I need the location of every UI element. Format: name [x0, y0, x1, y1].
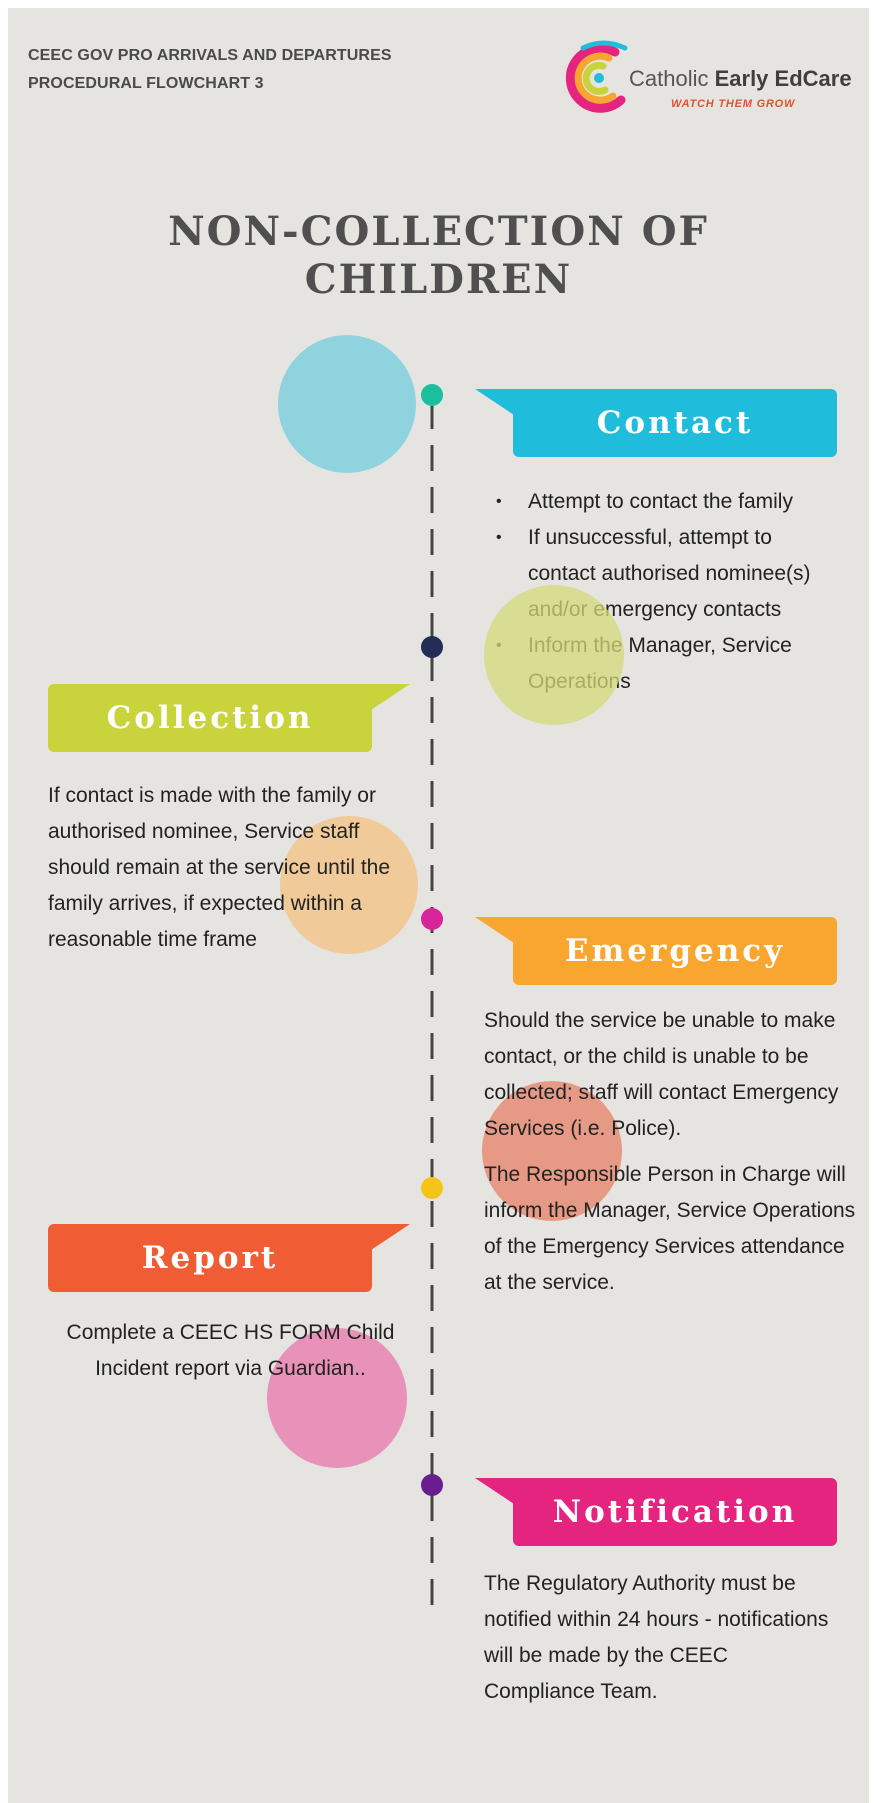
collection-banner: Collection — [48, 684, 410, 752]
decorative-circle-blue — [278, 335, 416, 473]
logo-mark-icon — [565, 40, 628, 113]
page-title: NON-COLLECTION OF CHILDREN — [8, 208, 869, 304]
timeline-dot-contact — [421, 384, 443, 406]
contact-bullet: If unsuccessful, attempt to contact auth… — [492, 520, 842, 628]
timeline-dot-collection — [421, 636, 443, 658]
report-description: Complete a CEEC HS FORM Child Incident r… — [66, 1321, 395, 1380]
catholic-early-edcare-logo: Catholic Early EdCare WATCH THEM GROW — [563, 38, 863, 120]
logo-wordmark: Catholic Early EdCare — [629, 66, 852, 92]
emergency-description: Should the service be unable to make con… — [484, 1003, 856, 1311]
report-banner: Report — [48, 1224, 410, 1292]
emergency-banner: Emergency — [475, 917, 837, 985]
logo-name-regular: Catholic — [629, 66, 715, 91]
timeline-dot-notification — [421, 1474, 443, 1496]
collection-description: If contact is made with the family or au… — [48, 784, 391, 951]
emergency-text-1: Should the service be unable to make con… — [484, 1009, 839, 1140]
title-line-2: CHILDREN — [304, 256, 573, 303]
header-line-1: CEEC GOV PRO ARRIVALS AND DEPARTURES — [28, 47, 392, 64]
report-banner-tab — [350, 1224, 410, 1264]
emergency-text-2: The Responsible Person in Charge will in… — [484, 1163, 856, 1294]
collection-label: Collection — [106, 700, 314, 736]
notification-label: Notification — [552, 1494, 798, 1530]
document-header: CEEC GOV PRO ARRIVALS AND DEPARTURES PRO… — [28, 42, 392, 98]
contact-label: Contact — [596, 405, 754, 441]
logo-name-bold: Early EdCare — [714, 66, 852, 91]
contact-bullet-list: Attempt to contact the family If unsucce… — [492, 484, 842, 700]
timeline-line — [430, 403, 434, 1620]
contact-banner: Contact — [475, 389, 837, 457]
timeline-dot-emergency — [421, 908, 443, 930]
decorative-circle-green — [484, 585, 624, 725]
emergency-label: Emergency — [564, 933, 786, 969]
decorative-circle-orange — [280, 816, 418, 954]
flowchart-page: CEEC GOV PRO ARRIVALS AND DEPARTURES PRO… — [8, 8, 869, 1803]
timeline-dot-report — [421, 1177, 443, 1199]
notification-description: The Regulatory Authority must be notifie… — [484, 1572, 829, 1703]
title-line-1: NON-COLLECTION OF — [168, 208, 709, 255]
contact-bullet: Attempt to contact the family — [492, 484, 842, 520]
notification-banner: Notification — [475, 1478, 837, 1546]
decorative-circle-red — [482, 1081, 622, 1221]
decorative-circle-pink — [267, 1328, 407, 1468]
logo-tagline: WATCH THEM GROW — [671, 98, 796, 110]
collection-banner-tab — [350, 684, 410, 724]
report-label: Report — [141, 1240, 279, 1276]
header-line-2: PROCEDURAL FLOWCHART 3 — [28, 75, 264, 92]
